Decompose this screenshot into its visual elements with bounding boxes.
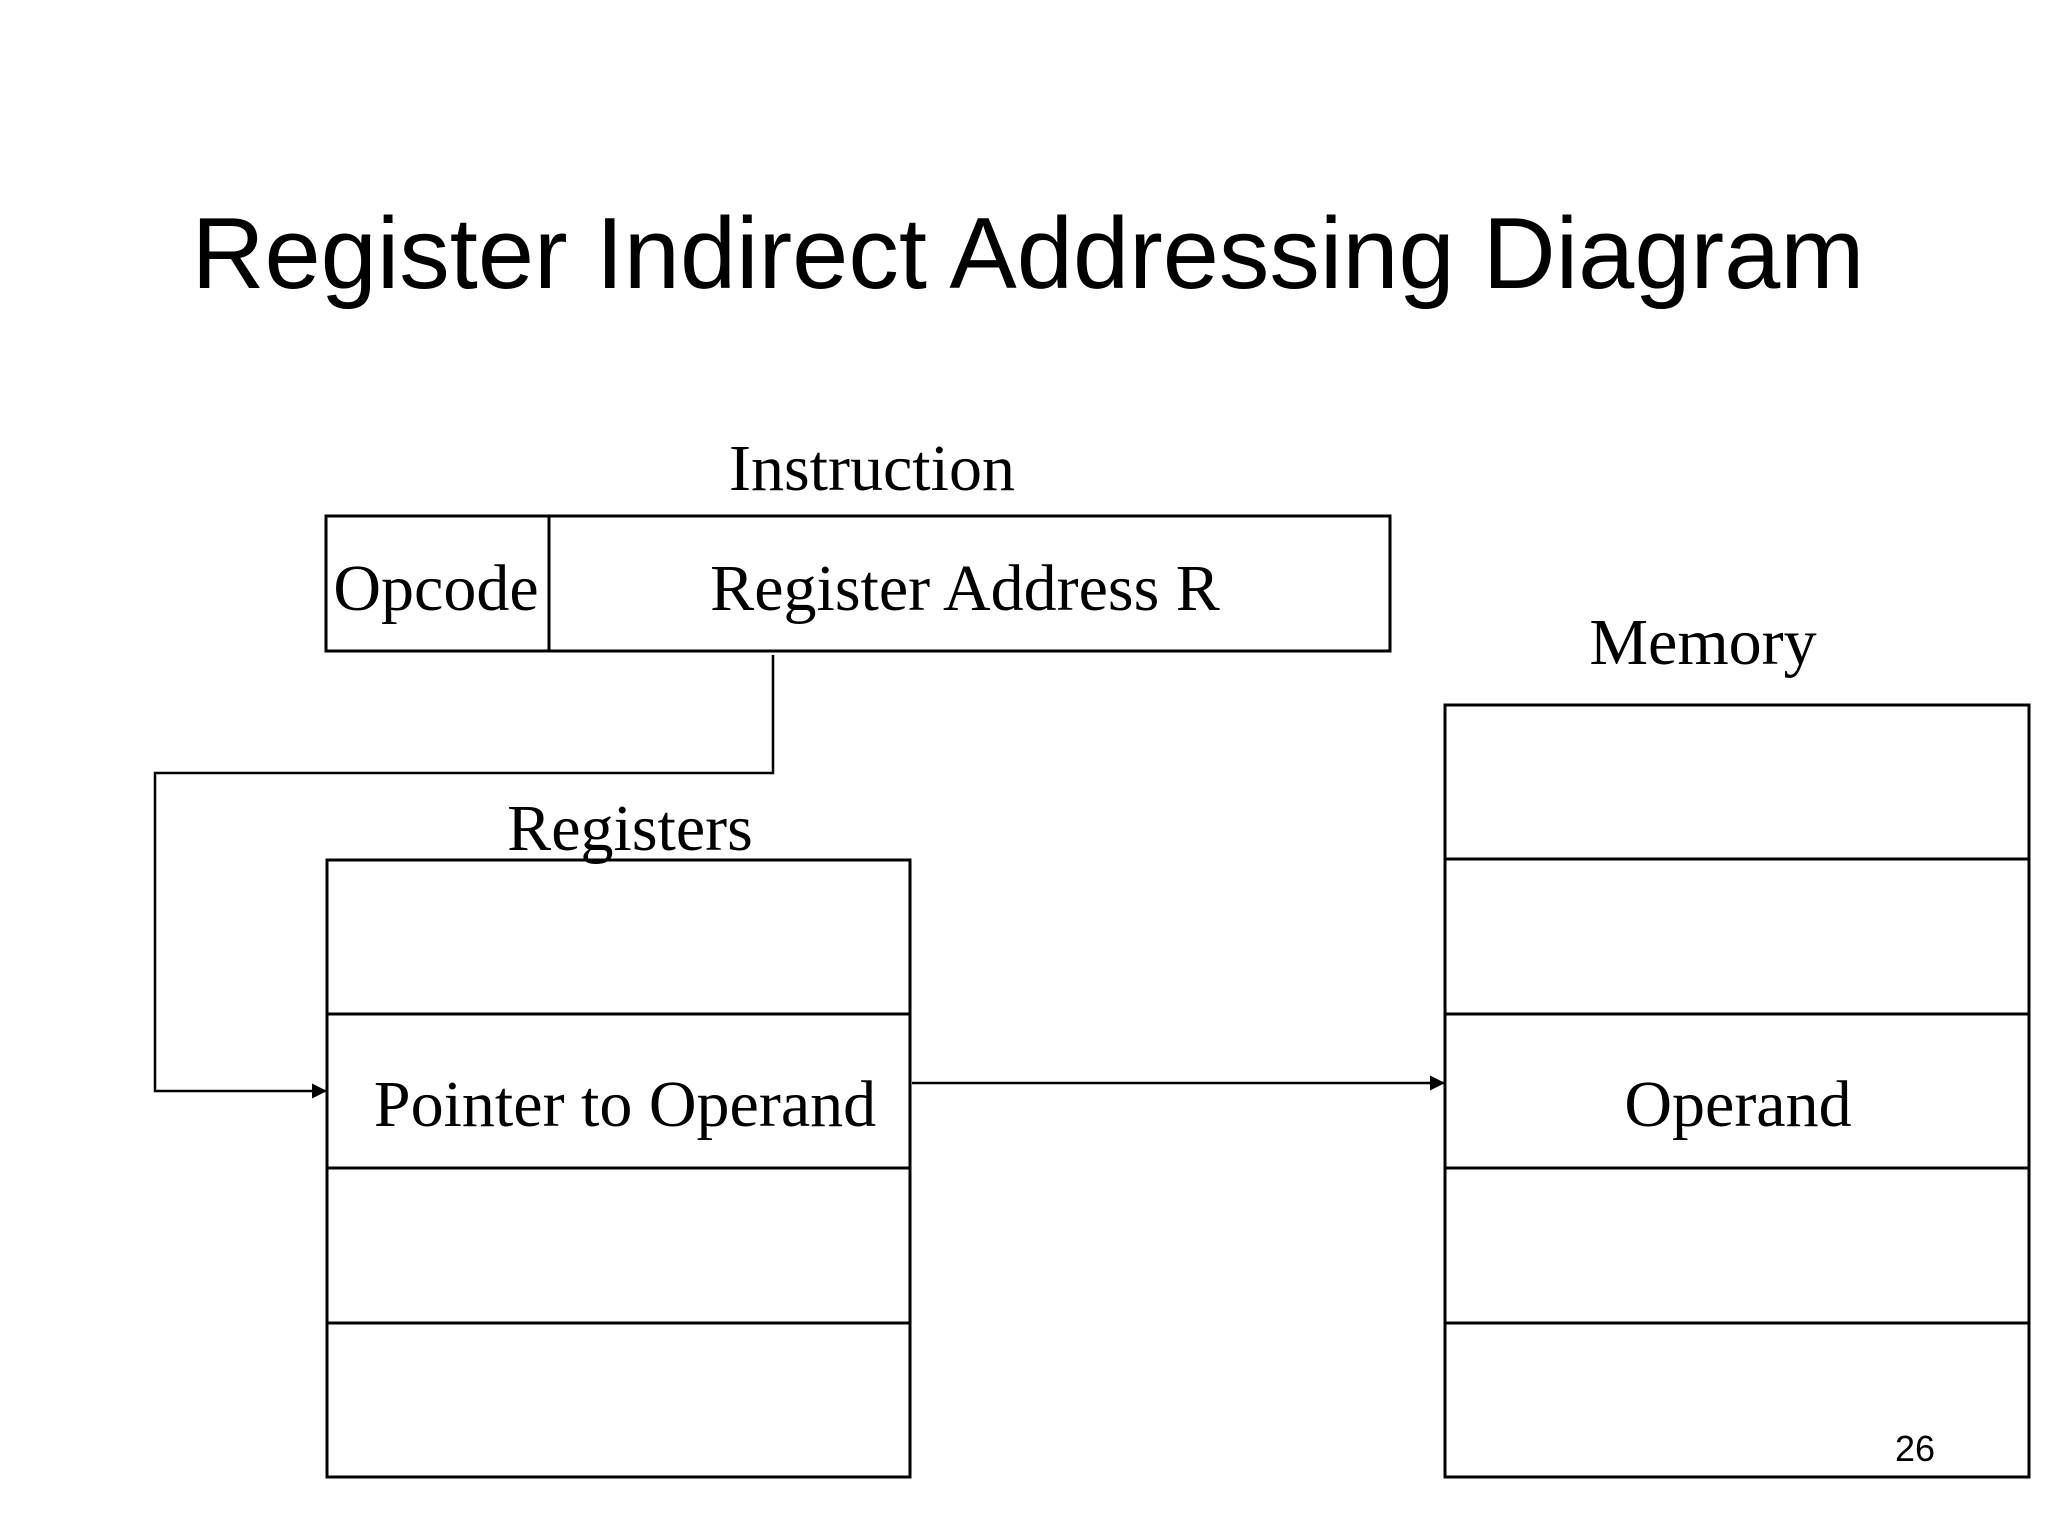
page-number: 26	[1895, 1428, 1935, 1469]
memory-group: Memory Operand	[1443, 606, 2031, 1479]
register-address-field: Register Address R	[710, 552, 1220, 625]
instruction-box	[324, 514, 1392, 653]
instruction-group: Instruction Opcode Register Address R	[324, 432, 1392, 653]
registers-heading: Registers	[507, 792, 753, 865]
registers-group: Registers Pointer to Operand	[325, 792, 912, 1479]
register-cell-pointer: Pointer to Operand	[374, 1068, 876, 1141]
instruction-heading: Instruction	[729, 432, 1015, 505]
slide-title: Register Indirect Addressing Diagram	[192, 198, 1865, 310]
memory-cell-operand: Operand	[1624, 1068, 1851, 1141]
opcode-field: Opcode	[333, 552, 538, 625]
memory-box	[1443, 703, 2031, 1479]
memory-heading: Memory	[1589, 606, 1816, 679]
register-select-arrow	[153, 655, 775, 1099]
